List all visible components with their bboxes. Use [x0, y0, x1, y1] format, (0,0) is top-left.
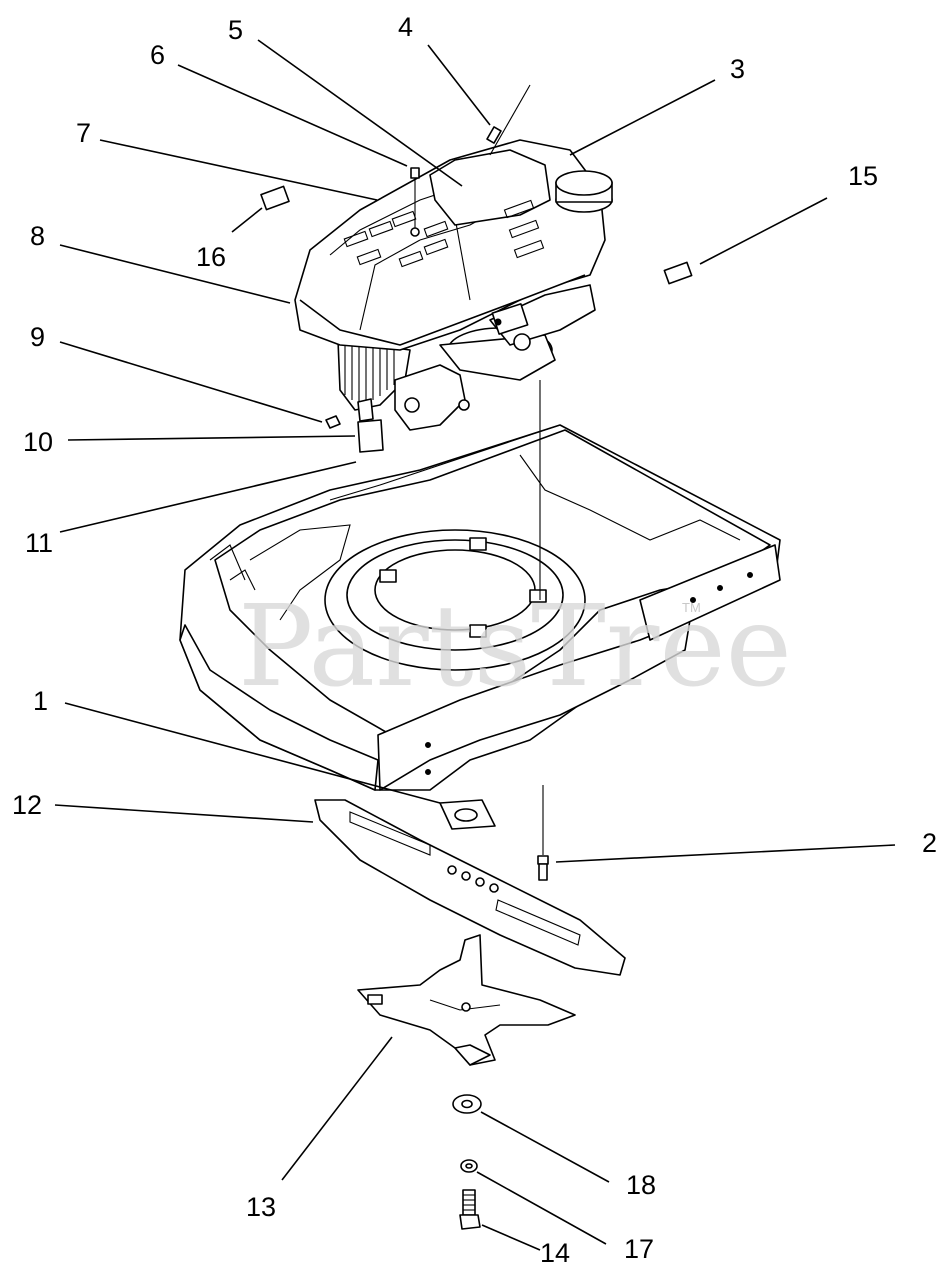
decal-parts	[325, 398, 384, 453]
callout-3: 3	[730, 54, 745, 84]
leader-line-7	[99, 139, 378, 201]
leader-line-9	[59, 341, 323, 423]
callout-13: 13	[246, 1192, 276, 1222]
leader-line-11	[59, 461, 357, 533]
leader-lines	[54, 39, 896, 1251]
engine-assembly	[260, 84, 693, 600]
leader-line-15	[699, 197, 828, 265]
leader-line-6	[177, 64, 408, 167]
callout-4: 4	[398, 12, 413, 42]
callout-1: 1	[33, 686, 48, 716]
callout-14: 14	[540, 1238, 570, 1268]
callout-labels: 1 2 3 4 5 6 7 8 9 10 11 12 13 14 15 16 1…	[12, 12, 937, 1268]
leader-line-18	[480, 1111, 610, 1183]
watermark-trademark: TM	[682, 600, 701, 615]
callout-8: 8	[30, 221, 45, 251]
mower-deck	[179, 424, 781, 791]
callout-2: 2	[922, 828, 937, 858]
watermark-text: PartsTree	[238, 582, 792, 712]
deck-bolt	[537, 785, 549, 881]
blade-hardware	[452, 1094, 482, 1230]
callout-6: 6	[150, 40, 165, 70]
leader-line-8	[59, 244, 291, 304]
blade-baffle	[357, 934, 576, 1066]
callout-18: 18	[626, 1170, 656, 1200]
callout-9: 9	[30, 322, 45, 352]
callout-17: 17	[624, 1234, 654, 1264]
mower-blade	[314, 799, 626, 976]
leader-line-12	[54, 804, 314, 823]
blade-adapter-plate	[439, 799, 496, 830]
leader-line-3	[569, 79, 716, 156]
callout-5: 5	[228, 15, 243, 45]
callout-10: 10	[23, 427, 53, 457]
leader-line-13	[281, 1036, 393, 1181]
leader-line-14	[481, 1224, 541, 1251]
leader-line-10	[67, 435, 356, 441]
callout-12: 12	[12, 790, 42, 820]
leader-line-4	[427, 44, 491, 126]
leader-line-17	[476, 1171, 607, 1245]
callout-15: 15	[848, 161, 878, 191]
leader-line-16	[231, 207, 263, 233]
leader-line-5	[257, 39, 463, 187]
partstree-watermark: PartsTree TM	[238, 582, 792, 712]
callout-11: 11	[25, 528, 53, 558]
callout-7: 7	[76, 118, 91, 148]
leader-line-1	[64, 702, 441, 804]
callout-16: 16	[196, 242, 226, 272]
leader-line-2	[555, 844, 896, 863]
